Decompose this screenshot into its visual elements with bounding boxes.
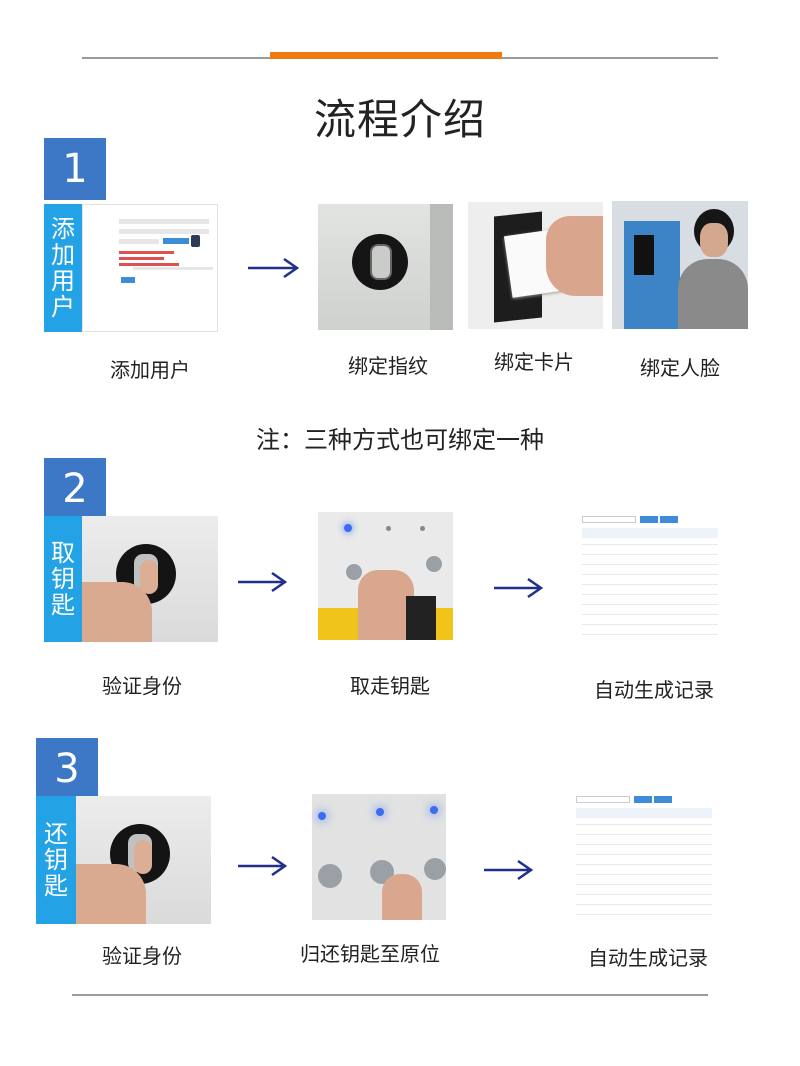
step-2-caption-verify: 验证身份	[102, 674, 182, 698]
step-2-caption-take-key: 取走钥匙	[350, 674, 430, 698]
verify-identity-photo	[76, 796, 211, 924]
step-1-caption-face: 绑定人脸	[640, 356, 720, 380]
add-user-form-screenshot	[82, 204, 218, 332]
page-title: 流程介绍	[313, 95, 486, 144]
fingerprint-reader-photo	[318, 204, 453, 330]
auto-record-table-screenshot	[576, 794, 712, 920]
step-2-label: 取钥匙	[44, 516, 82, 642]
verify-identity-photo	[82, 516, 218, 642]
step-1-caption-add-user: 添加用户	[110, 358, 190, 382]
step-3-caption-record: 自动生成记录	[588, 946, 708, 970]
auto-record-table-screenshot	[582, 514, 718, 640]
right-arrow-icon	[248, 257, 300, 279]
step-3-number: 3	[36, 738, 98, 800]
right-arrow-icon	[484, 859, 534, 881]
step-2-caption-record: 自动生成记录	[594, 678, 714, 702]
take-key-photo	[318, 512, 453, 640]
right-arrow-icon	[238, 855, 288, 877]
step-3-label: 还钥匙	[36, 796, 76, 924]
header-accent-bar	[270, 52, 502, 59]
step-2-number: 2	[44, 458, 106, 520]
face-binding-photo	[612, 201, 748, 329]
step-1-caption-card: 绑定卡片	[494, 350, 574, 374]
binding-note: 注：三种方式也可绑定一种	[256, 426, 544, 454]
right-arrow-icon	[238, 571, 288, 593]
footer-rule	[72, 994, 708, 996]
step-3-caption-verify: 验证身份	[102, 944, 182, 968]
card-binding-photo	[468, 202, 603, 329]
step-1-caption-fingerprint: 绑定指纹	[348, 354, 428, 378]
step-1-label: 添加用户	[44, 204, 82, 332]
step-1-number: 1	[44, 138, 106, 200]
return-key-photo	[312, 794, 446, 920]
step-3-caption-return-key: 归还钥匙至原位	[300, 942, 440, 966]
right-arrow-icon	[494, 577, 544, 599]
